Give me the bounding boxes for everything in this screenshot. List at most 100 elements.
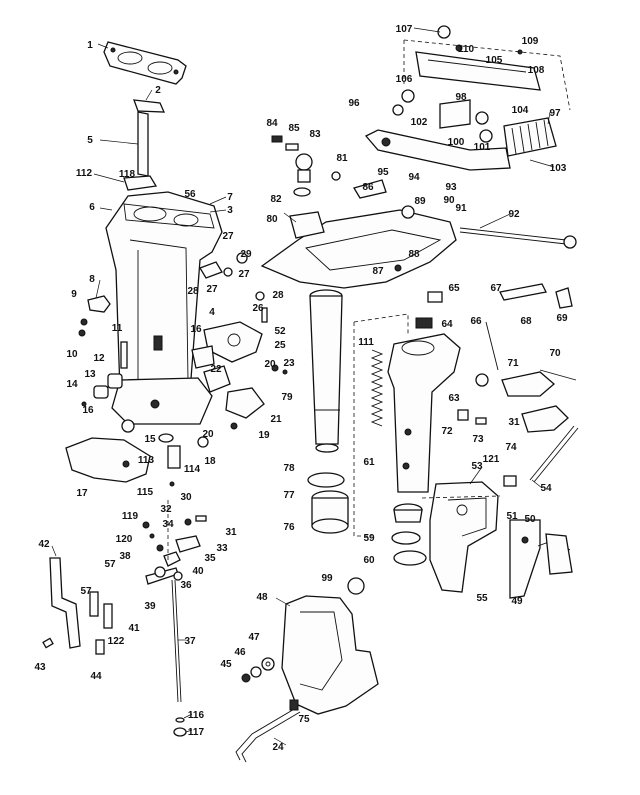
callout-16: 16	[190, 324, 202, 335]
callout-17: 17	[76, 488, 88, 499]
callout-27: 27	[206, 284, 218, 295]
callout-3: 3	[227, 205, 233, 216]
callout-7: 7	[227, 192, 233, 203]
right-small-parts	[415, 283, 579, 487]
stern-bracket-left	[241, 577, 379, 715]
callout-102: 102	[411, 117, 428, 128]
callout-76: 76	[283, 522, 295, 533]
callout-107: 107	[396, 24, 413, 35]
callout-33: 33	[216, 543, 228, 554]
shift-linkage	[142, 515, 207, 585]
callout-4: 4	[209, 307, 215, 318]
callout-67: 67	[490, 283, 502, 294]
callout-52: 52	[274, 326, 286, 337]
callout-40: 40	[192, 566, 204, 577]
callout-121: 121	[483, 454, 500, 465]
callout-81: 81	[336, 153, 348, 164]
callout-89: 89	[414, 196, 426, 207]
callout-105: 105	[486, 55, 503, 66]
callout-65: 65	[448, 283, 460, 294]
callout-28: 28	[272, 290, 284, 301]
callout-59: 59	[363, 533, 375, 544]
callout-47: 47	[248, 632, 260, 643]
callout-46: 46	[234, 647, 246, 658]
callout-90: 90	[443, 195, 455, 206]
leader-lines	[51, 27, 555, 746]
callout-9: 9	[71, 289, 77, 300]
callout-24: 24	[272, 742, 284, 753]
callout-42: 42	[38, 539, 50, 550]
callout-15: 15	[144, 434, 156, 445]
callout-98: 98	[455, 92, 467, 103]
callout-22: 22	[210, 364, 222, 375]
callout-80: 80	[266, 214, 278, 225]
lower-cover-plate	[65, 437, 151, 483]
callout-85: 85	[288, 123, 300, 134]
callout-39: 39	[144, 601, 156, 612]
callout-45: 45	[220, 659, 232, 670]
callout-32: 32	[160, 504, 172, 515]
callout-23: 23	[283, 358, 295, 369]
callout-82: 82	[270, 194, 282, 205]
callout-18: 18	[204, 456, 216, 467]
callout-97: 97	[549, 108, 561, 119]
callout-51: 51	[506, 511, 518, 522]
swivel-bracket	[260, 205, 457, 289]
callout-120: 120	[116, 534, 133, 545]
callout-31: 31	[508, 417, 520, 428]
callout-26: 26	[252, 303, 264, 314]
callout-5: 5	[87, 135, 93, 146]
callout-35: 35	[204, 553, 216, 564]
callout-21: 21	[270, 414, 282, 425]
callout-63: 63	[448, 393, 460, 404]
callout-94: 94	[408, 172, 420, 183]
callout-88: 88	[408, 249, 420, 260]
callout-16: 16	[82, 405, 94, 416]
callout-77: 77	[283, 490, 295, 501]
friction-parts	[271, 135, 387, 199]
clamp-assembly	[509, 519, 573, 599]
callout-72: 72	[441, 426, 453, 437]
callout-6: 6	[89, 202, 95, 213]
callout-66: 66	[470, 316, 482, 327]
callout-110: 110	[458, 44, 475, 55]
shift-lever-assembly	[191, 252, 288, 419]
callout-117: 117	[188, 727, 205, 738]
callout-13: 13	[84, 369, 96, 380]
callout-91: 91	[455, 203, 467, 214]
callout-75: 75	[298, 714, 310, 725]
callout-116: 116	[188, 710, 205, 721]
tilt-rod	[235, 699, 301, 763]
callout-28: 28	[187, 286, 199, 297]
callout-104: 104	[512, 105, 529, 116]
callout-109: 109	[522, 36, 539, 47]
callout-111: 111	[358, 337, 374, 348]
exhaust-housing	[105, 191, 223, 425]
callout-122: 122	[108, 636, 125, 647]
callout-69: 69	[556, 313, 568, 324]
callout-27: 27	[222, 231, 234, 242]
callout-37: 37	[184, 636, 196, 647]
callout-14: 14	[66, 379, 78, 390]
callout-41: 41	[128, 623, 140, 634]
callout-93: 93	[445, 182, 457, 193]
callout-95: 95	[377, 167, 389, 178]
callout-25: 25	[274, 340, 286, 351]
callout-1: 1	[87, 40, 93, 51]
callout-53: 53	[471, 461, 483, 472]
callout-57: 57	[104, 559, 116, 570]
callout-43: 43	[34, 662, 46, 673]
left-small-parts	[78, 295, 238, 487]
callout-118: 118	[119, 169, 136, 180]
lock-lever	[42, 557, 113, 655]
callout-54: 54	[540, 483, 552, 494]
callout-68: 68	[520, 316, 532, 327]
callout-48: 48	[256, 592, 268, 603]
callout-86: 86	[362, 182, 374, 193]
callout-29: 29	[240, 249, 252, 260]
exhaust-tube	[123, 99, 166, 191]
callout-30: 30	[180, 492, 192, 503]
dashed-alignment-lines	[167, 39, 571, 560]
stern-bracket-right	[429, 481, 499, 593]
